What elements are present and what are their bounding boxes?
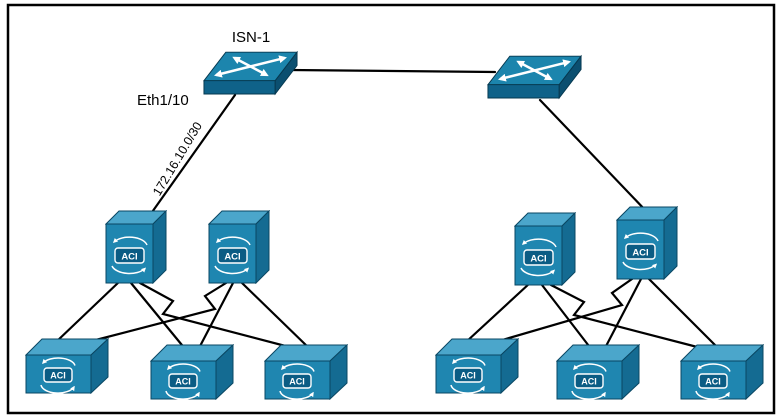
link-spine1-leaf3 (138, 281, 299, 351)
switch-icon (488, 56, 581, 98)
link-spine3-leaf6 (549, 283, 707, 351)
aci-leaf-icon (681, 345, 763, 399)
link-spine2-leaf1 (82, 281, 228, 345)
leaf-switch-4 (436, 339, 518, 393)
leaf-switch-6 (681, 345, 763, 399)
aci-spine-icon (106, 211, 166, 283)
link-spine3-leaf4 (464, 281, 532, 344)
diagram-border (6, 3, 776, 415)
link-spine4-leaf5 (602, 277, 643, 352)
link-spine1-leaf2 (129, 281, 188, 352)
interface-label: Eth1/10 (137, 92, 189, 109)
link-spine4-leaf6 (647, 277, 721, 351)
subnet-label: 172.16.10.0/30 (150, 120, 205, 199)
aci-leaf-icon (436, 339, 518, 393)
spine-switch-1 (106, 211, 166, 283)
link-spine2-leaf2 (196, 281, 235, 352)
links-layer (54, 68, 721, 352)
link-spine2-leaf3 (240, 281, 312, 351)
leaf-switch-1 (26, 339, 108, 393)
switch-icon (204, 52, 297, 94)
aci-spine-icon (515, 213, 575, 285)
leaf-switch-3 (265, 345, 347, 399)
aci-spine-icon (209, 211, 269, 283)
link-spine3-leaf5 (540, 283, 594, 352)
aci-spine-icon (617, 207, 677, 279)
aci-leaf-icon (265, 345, 347, 399)
aci-leaf-icon (151, 345, 233, 399)
link-spine4-leaf4 (490, 277, 634, 345)
leaf-switch-2 (151, 345, 233, 399)
link-spine1-leaf1 (54, 279, 122, 344)
aci-leaf-icon (26, 339, 108, 393)
leaf-switch-5 (557, 345, 639, 399)
isn1-name-label: ISN-1 (232, 29, 270, 46)
spine-switch-3 (515, 213, 575, 285)
isn-switch-1 (204, 52, 297, 94)
spine-switch-4 (617, 207, 677, 279)
link-isn1-isn2 (288, 68, 497, 74)
spine-switch-2 (209, 211, 269, 283)
aci-leaf-icon (557, 345, 639, 399)
link-isn1-spine1 (148, 93, 237, 217)
isn-switch-2 (488, 56, 581, 98)
link-isn2-spine4 (538, 98, 650, 215)
